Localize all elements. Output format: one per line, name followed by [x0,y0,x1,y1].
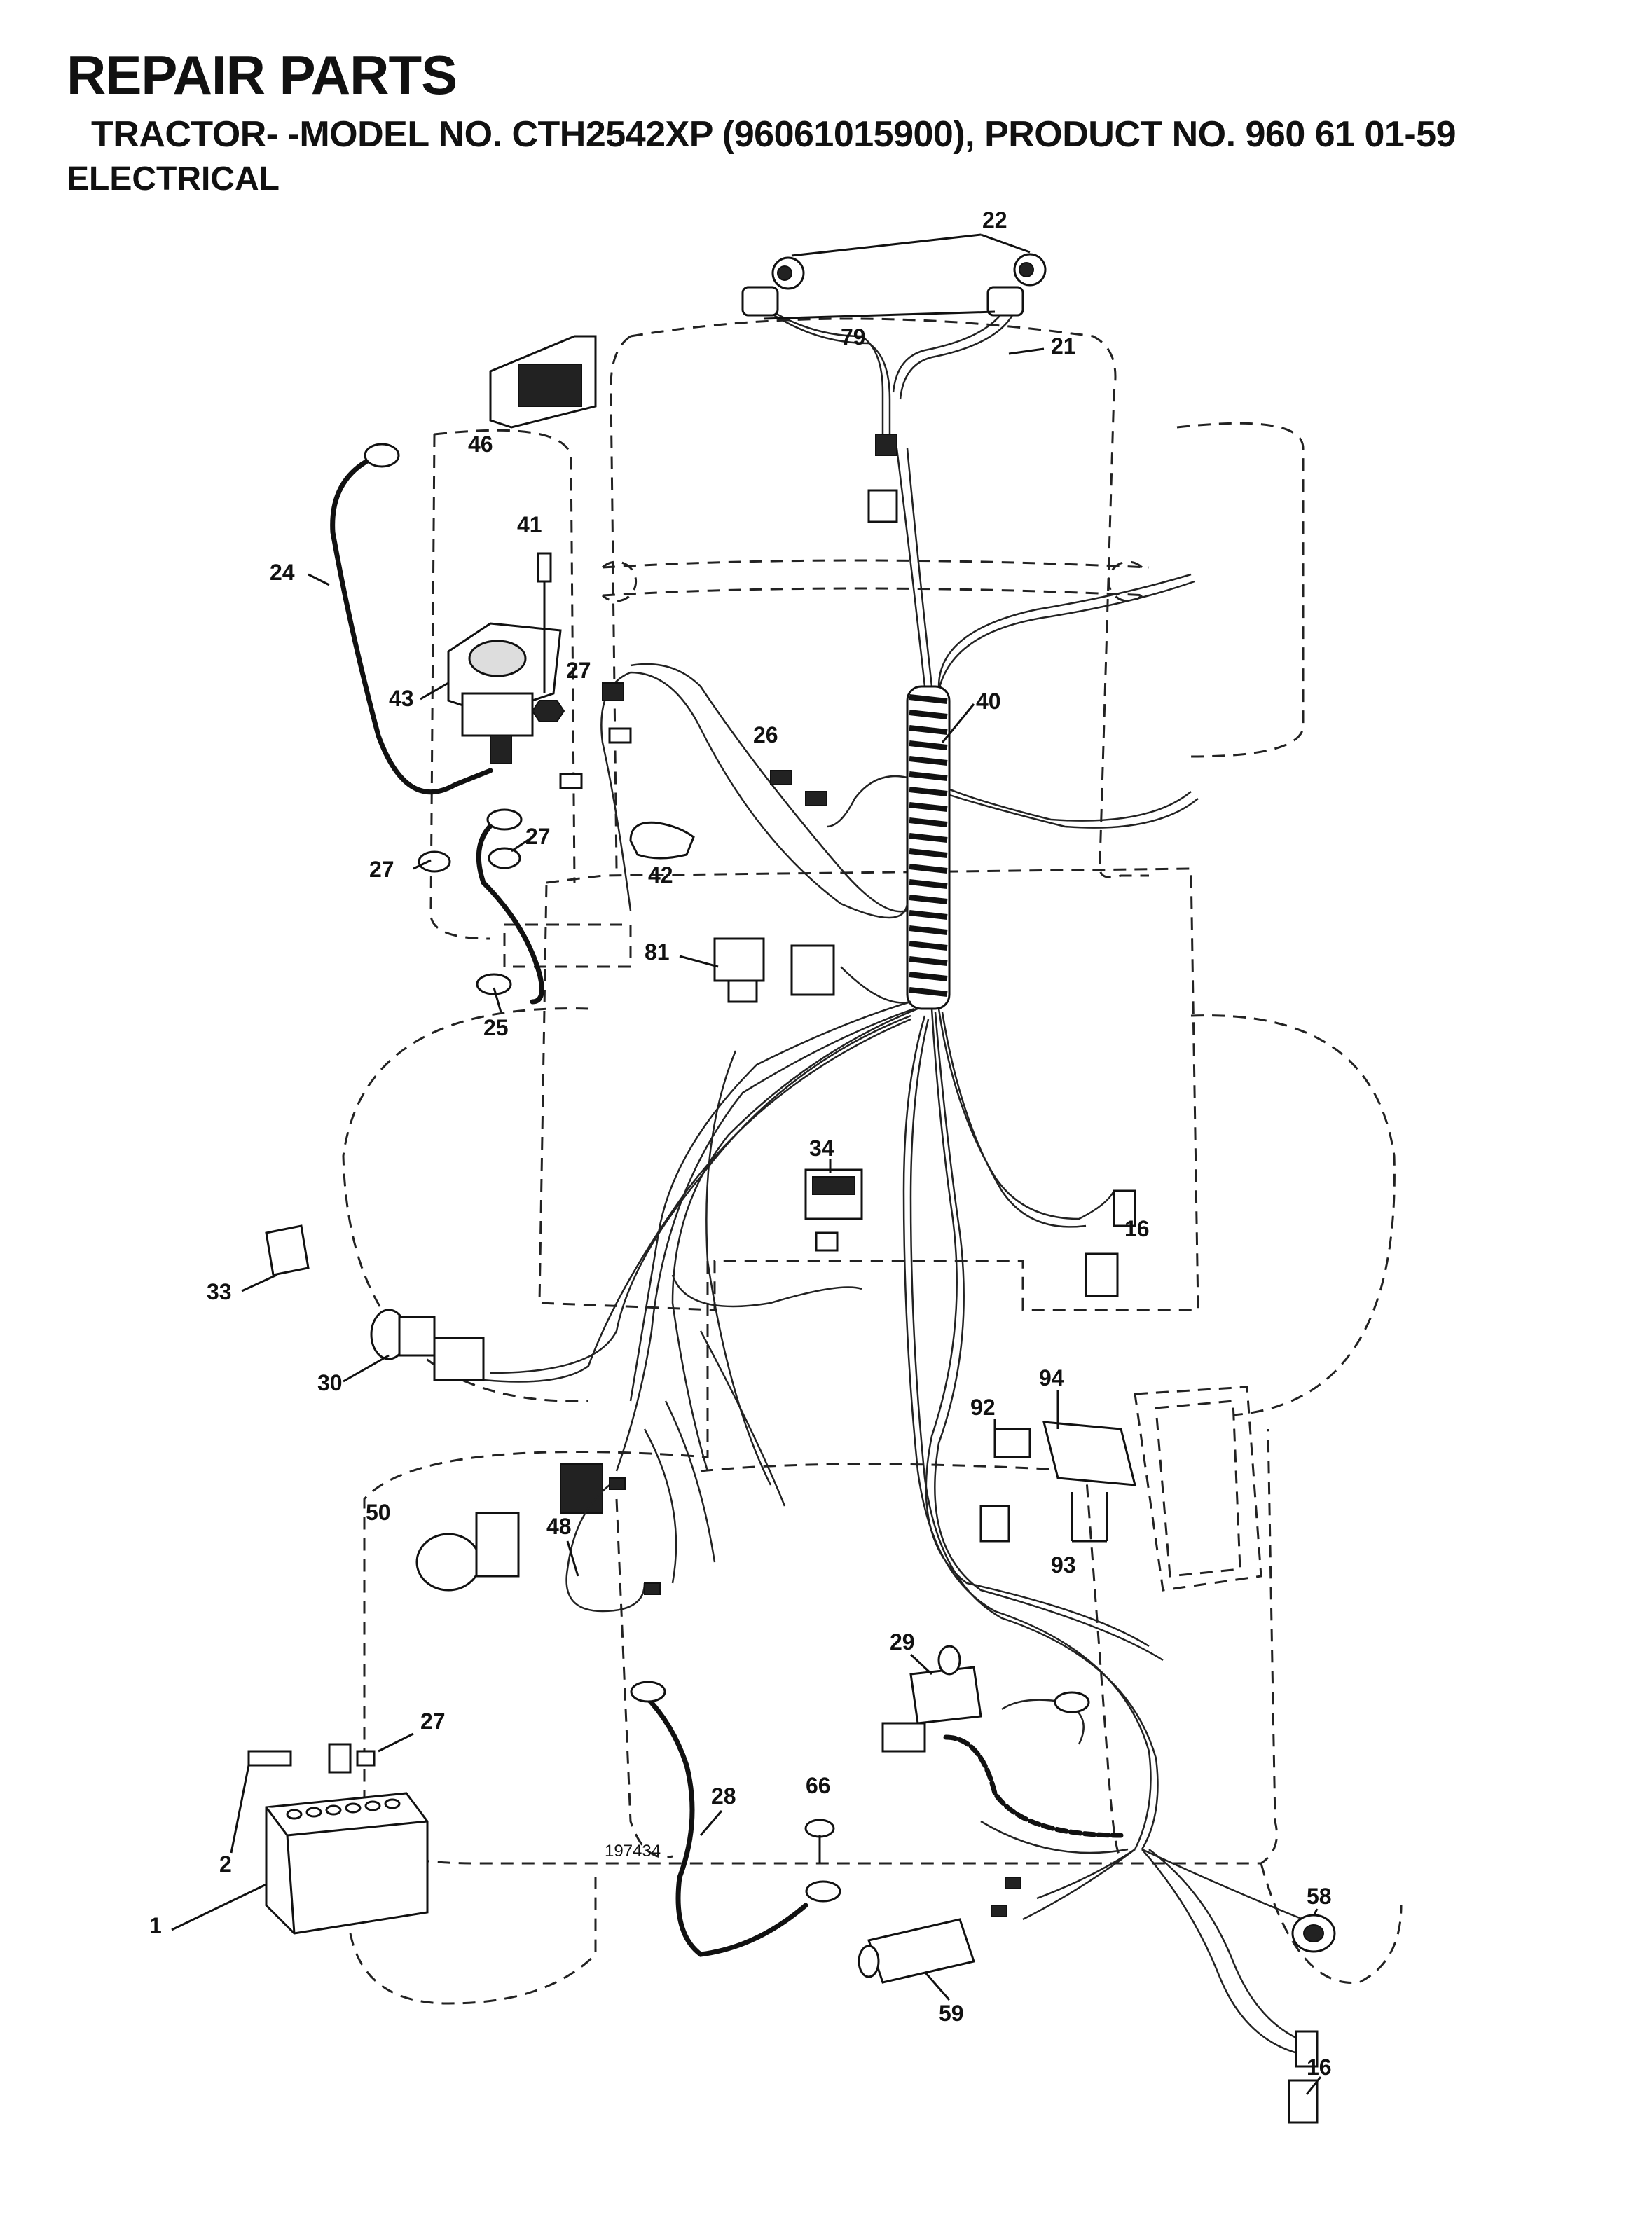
loom-rib [909,864,948,874]
callout-2: 2 [219,1851,232,1877]
loom-rib [909,694,948,704]
callout-59: 59 [939,2001,964,2026]
loom-rib [909,879,948,889]
loom-rib [909,725,948,735]
callout-58: 58 [1307,1884,1332,1909]
page-title: REPAIR PARTS [67,44,457,106]
callout-93: 93 [1051,1552,1076,1578]
pto-switch-50 [415,1463,603,1592]
loom-rib [909,848,948,858]
loom-rib [909,833,948,843]
callout-46: 46 [468,432,493,457]
loom-rib [909,895,948,904]
callout-27-battery: 27 [420,1709,446,1734]
callout-40: 40 [976,689,1001,714]
nut-27 [418,700,565,873]
loom-rib [909,972,948,981]
callout-21: 21 [1051,333,1076,359]
harness-convolute [906,685,951,1010]
callout-16-upper: 16 [1124,1216,1150,1241]
page-subtitle: TRACTOR- -MODEL NO. CTH2542XP (960610159… [91,114,1457,155]
callout-92: 92 [970,1395,996,1420]
callout-94: 94 [1039,1365,1064,1390]
loom-rib [909,756,948,766]
regulator-59 [858,1877,1021,1984]
callout-27-right: 27 [525,824,551,849]
figure-number: 197434 [605,1842,661,1861]
cable-25 [476,808,544,1005]
callout-22: 22 [982,207,1007,233]
callout-34: 34 [809,1136,834,1161]
callout-66: 66 [806,1773,831,1798]
callout-25: 25 [483,1015,509,1040]
section-title: ELECTRICAL [67,160,280,198]
wire-48 [565,1477,661,1613]
headlight-assembly [741,253,1047,523]
battery-cap [364,1800,381,1811]
hour-meter [489,335,597,429]
callout-16-lower: 16 [1307,2055,1332,2080]
battery [265,1792,429,1935]
battery-cap [305,1807,322,1818]
callout-50: 50 [366,1500,391,1525]
callout-43: 43 [389,686,414,711]
loom-rib [909,710,948,719]
callout-42: 42 [648,862,673,888]
relay-81 [713,937,835,1003]
loom-rib [909,787,948,796]
loom-rib [909,771,948,781]
bolt-41 [537,552,552,693]
callout-labels: 22 79 21 46 41 24 43 27 40 26 27 27 42 8… [149,207,1332,2080]
loom-rib [909,987,948,997]
battery-cap [345,1802,362,1814]
callout-27-left: 27 [369,857,394,882]
seat-switch-assembly [979,1421,1136,1543]
harness-loom [483,448,1318,2057]
connector-16-upper [1085,1189,1136,1297]
loom-rib [909,740,948,750]
loom-rib [909,925,948,935]
screw-66 [804,1819,835,1863]
loom-rib [909,910,948,920]
callout-30: 30 [317,1370,343,1395]
battery-cap [384,1798,401,1809]
loom-rib [909,956,948,966]
callout-48: 48 [546,1514,572,1539]
callout-81: 81 [645,939,670,965]
cable-28 [630,1681,841,1957]
callout-41: 41 [517,512,542,537]
callout-33: 33 [207,1279,232,1304]
callout-29: 29 [890,1629,915,1655]
callout-28: 28 [711,1783,736,1809]
starter-solenoid [447,622,562,764]
callout-27-upper: 27 [566,658,591,683]
tractor-outline [342,317,1403,2005]
coiled-cable [943,1691,1124,1838]
battery-cap [286,1809,303,1820]
callout-26: 26 [753,722,778,747]
boot-42 [629,821,695,860]
callout-1: 1 [149,1913,162,1938]
ignition-switch-30 [370,1309,485,1381]
key-33 [265,1224,310,1276]
cable-24 [330,443,493,795]
battery-bolt [247,1743,376,1774]
callout-24: 24 [270,560,295,585]
callout-79: 79 [841,324,866,350]
loom-rib [909,817,948,827]
switch-29 [881,1645,982,1753]
battery-cap [325,1804,342,1816]
loom-rib [909,941,948,951]
switch-34 [804,1168,863,1252]
terminals [559,682,632,789]
leader-lines [171,573,1322,2095]
fuse-holder-26 [770,770,827,806]
loom-rib [909,802,948,812]
connector-58 [1291,1914,1336,1953]
